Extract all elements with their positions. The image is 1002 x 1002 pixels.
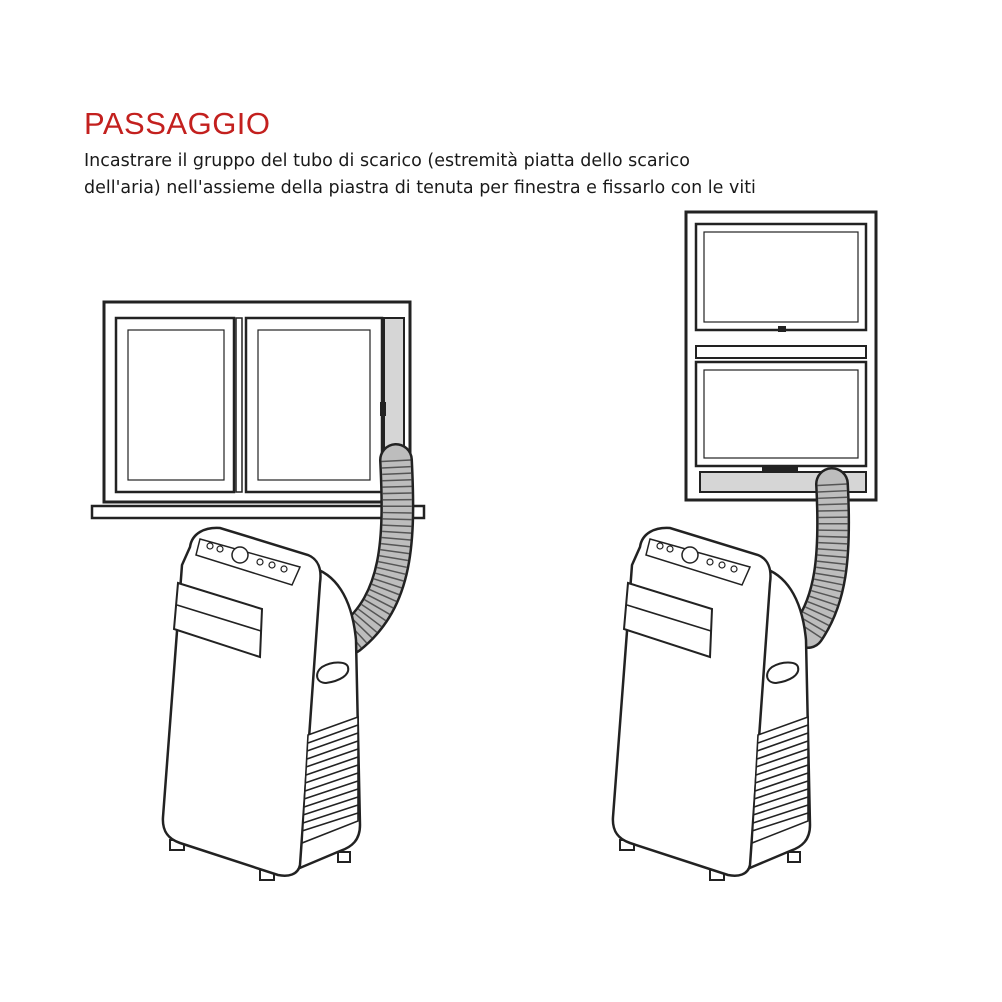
sash-window-icon (684, 210, 878, 502)
exhaust-hose-icon (791, 467, 851, 649)
step-description-line-1: Incastrare il gruppo del tubo di scarico… (84, 151, 691, 171)
step-title: PASSAGGIO (84, 106, 271, 141)
portable-air-conditioner-icon (161, 526, 362, 882)
portable-air-conditioner-icon (611, 526, 812, 882)
exhaust-hose-icon (333, 443, 415, 655)
step-description: Incastrare il gruppo del tubo di scarico… (84, 148, 904, 202)
sliding-window-icon (90, 300, 426, 520)
step-description-line-2: dell'aria) nell'assieme della piastra di… (84, 178, 756, 198)
